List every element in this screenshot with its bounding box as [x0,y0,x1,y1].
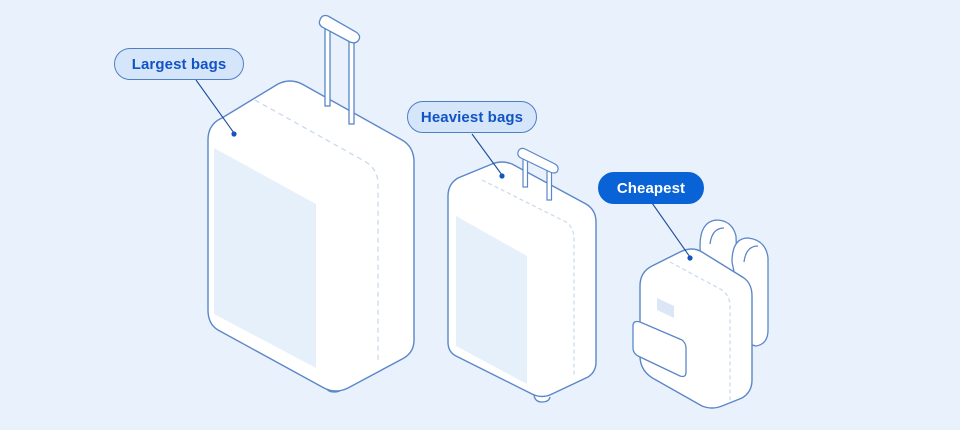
large-suitcase-icon [207,14,415,393]
pointer-lines [195,79,693,261]
heaviest-bags-text: Heaviest bags [420,108,524,126]
backpack-icon [632,219,769,409]
heaviest-bags-label: Heaviest bags [407,101,537,133]
cheapest-label: Cheapest [598,172,704,204]
medium-suitcase-icon [447,147,597,403]
largest-bags-text: Largest bags [131,55,227,73]
largest-bags-label: Largest bags [114,48,244,80]
cheapest-text: Cheapest [616,179,686,197]
